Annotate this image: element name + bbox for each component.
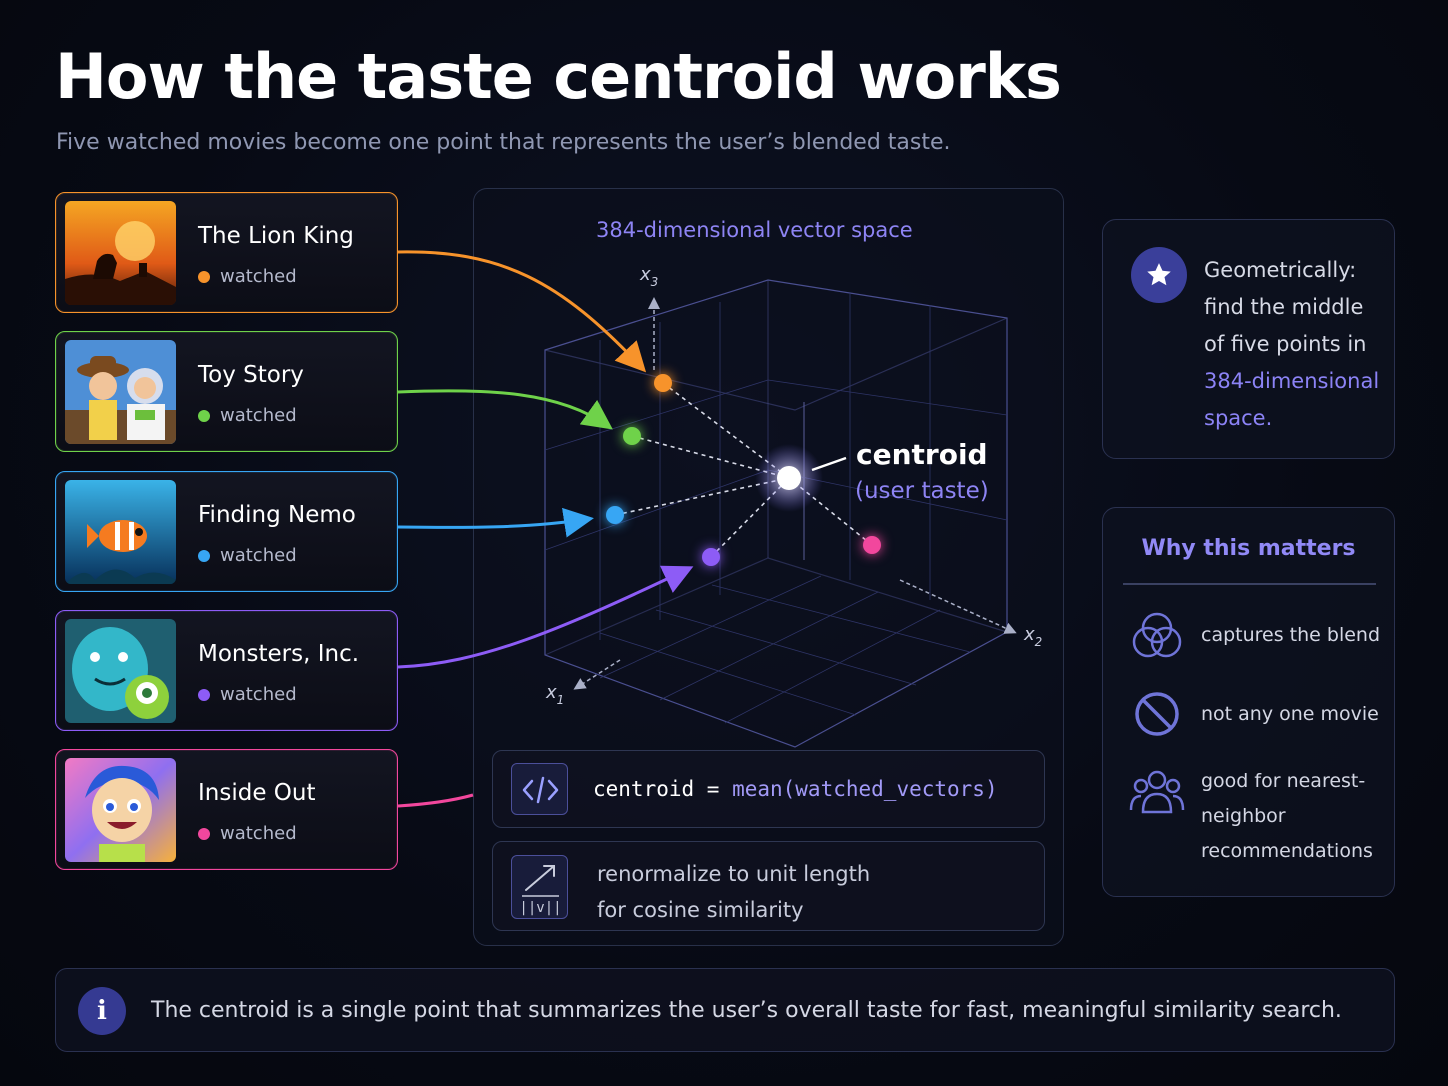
geometry-text-highlight: 384-dimensional space. [1204,369,1380,430]
movie-status: watched [198,266,297,287]
formula-function: mean(watched_vectors) [732,777,998,801]
page-title: How the taste centroid works [55,40,1062,113]
movie-card-toy-story[interactable]: Toy Story watched [55,331,398,452]
why-item-nearest: good for nearest-neighbor recommendation… [1201,770,1373,862]
poster-toy-story [65,340,176,444]
movie-title: The Lion King [198,223,354,249]
movie-card-monsters-inc[interactable]: Monsters, Inc. watched [55,610,398,731]
why-item-blend: captures the blend [1201,624,1381,646]
formula-text: centroid = mean(watched_vectors) [593,777,998,801]
info-text: The centroid is a single point that summ… [151,998,1342,1023]
prohibited-icon [1133,690,1181,742]
movie-status: watched [198,823,297,844]
connector-inside-out [397,793,474,808]
movie-title: Finding Nemo [198,502,356,528]
info-bar: i The centroid is a single point that su… [55,968,1395,1052]
poster-lion-king [65,201,176,305]
poster-inside-out [65,758,176,862]
status-dot [198,688,210,701]
geometry-text-plain: Geometrically: find the middle of five p… [1204,258,1367,356]
status-label: watched [220,545,297,566]
movie-status: watched [198,684,297,705]
vector-space-label: 384-dimensional vector space [596,218,913,242]
poster-monsters-inc [65,619,176,723]
page-subtitle: Five watched movies become one point tha… [56,130,951,155]
movie-status: watched [198,405,297,426]
renormalize-line-1: renormalize to unit length [597,862,871,886]
status-label: watched [220,266,297,287]
status-dot [198,270,210,283]
why-item-not-one: not any one movie [1201,703,1379,725]
movie-status: watched [198,545,297,566]
star-icon [1131,247,1187,303]
status-label: watched [220,823,297,844]
normalize-icon: ||v|| [511,855,568,919]
group-icon [1129,768,1185,820]
why-title: Why this matters [1141,536,1356,561]
status-label: watched [220,684,297,705]
why-divider [1123,583,1376,585]
status-dot [198,409,210,422]
geometry-text: Geometrically: find the middle of five p… [1204,252,1384,437]
movie-title: Toy Story [198,362,304,388]
renormalize-line-2: for cosine similarity [597,898,804,922]
status-dot [198,549,210,562]
renormalize-text: renormalize to unit length for cosine si… [597,856,870,928]
poster-finding-nemo [65,480,176,584]
vector-space-panel [473,188,1064,946]
movie-title: Inside Out [198,780,316,806]
status-dot [198,827,210,840]
status-label: watched [220,405,297,426]
movie-card-inside-out[interactable]: Inside Out watched [55,749,398,870]
svg-text:||v||: ||v|| [519,900,561,916]
renormalize-box: ||v|| renormalize to unit length for cos… [492,841,1045,931]
movie-card-finding-nemo[interactable]: Finding Nemo watched [55,471,398,592]
geometry-panel: Geometrically: find the middle of five p… [1102,219,1395,459]
venn-icon [1129,610,1185,666]
formula-lhs: centroid = [593,777,733,801]
why-panel: Why this matters captures the blend not … [1102,507,1395,897]
info-icon: i [78,987,126,1035]
formula-box: centroid = mean(watched_vectors) [492,750,1045,828]
code-icon [511,763,568,815]
movie-title: Monsters, Inc. [198,641,360,667]
movie-card-lion-king[interactable]: The Lion King watched [55,192,398,313]
